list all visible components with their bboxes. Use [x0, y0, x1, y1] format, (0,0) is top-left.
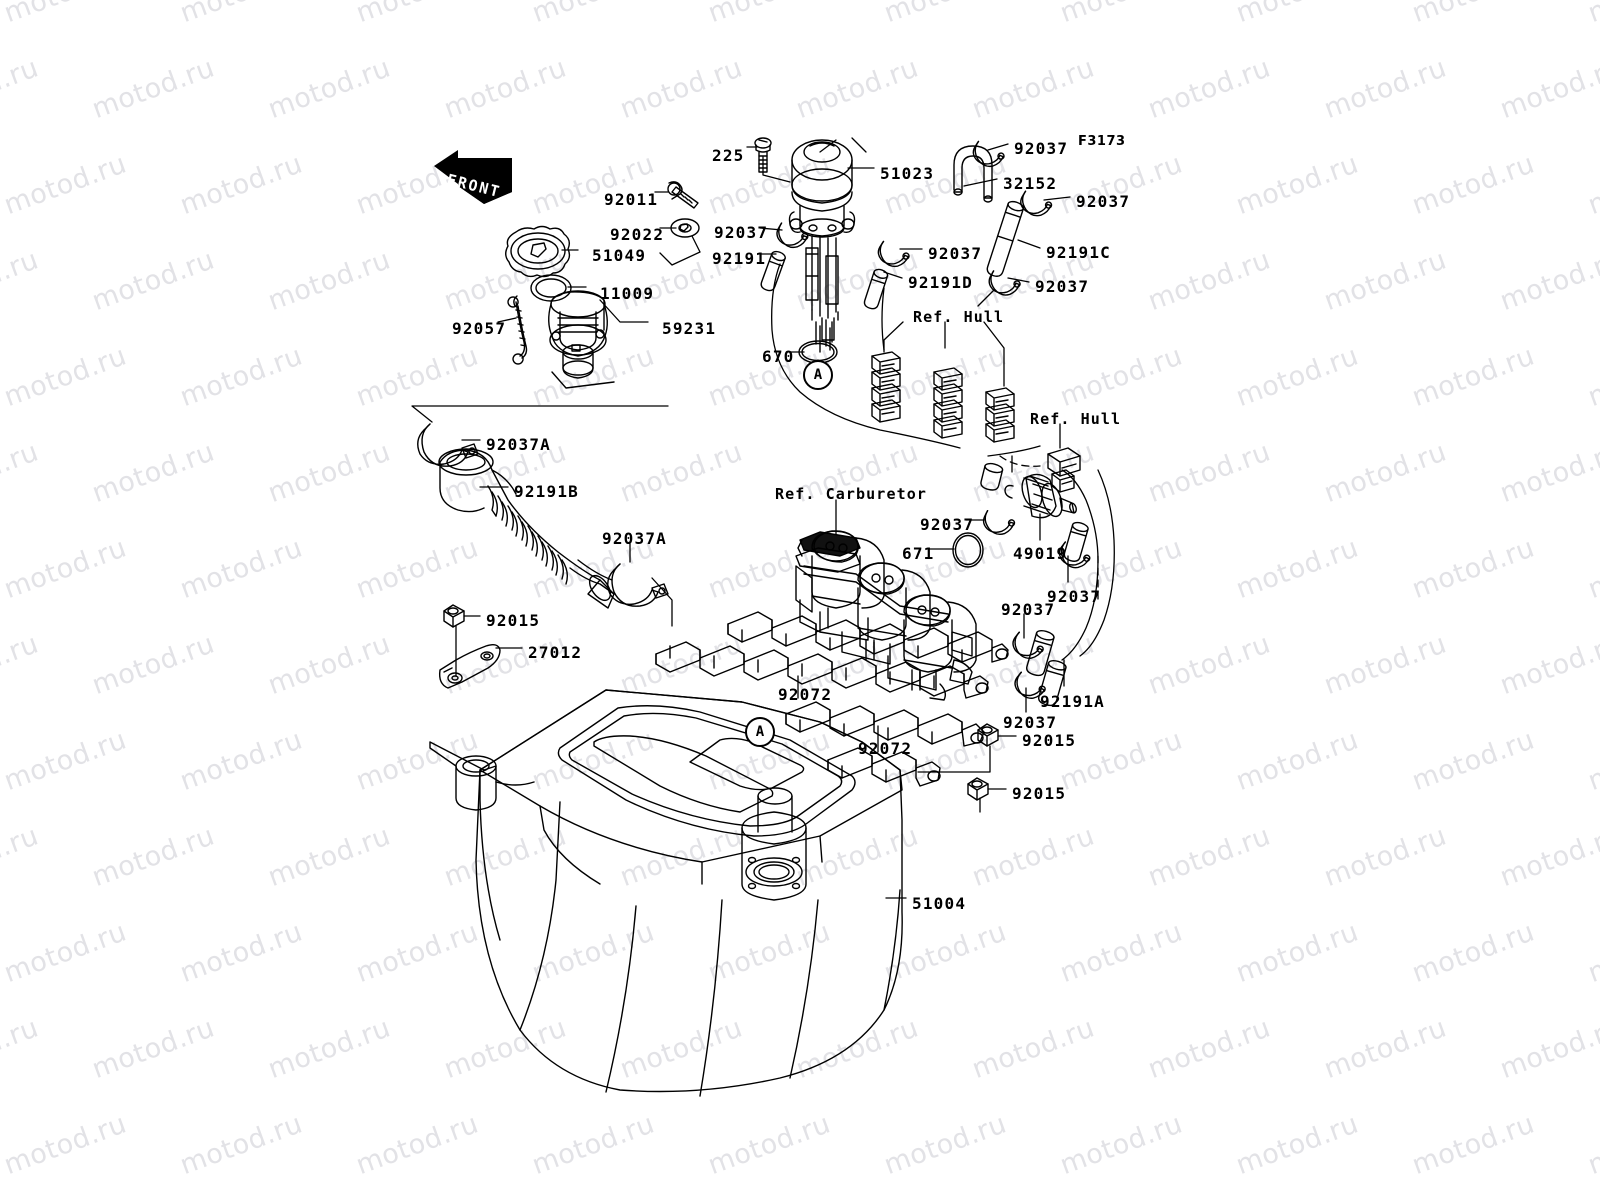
part-number-label[interactable]: 92011	[604, 190, 659, 209]
part-number-label[interactable]: 92037	[714, 223, 769, 242]
part-92191B-air-duct	[438, 448, 615, 609]
part-number-label[interactable]: 92015	[1012, 784, 1067, 803]
part-59231-filler-neck	[548, 290, 615, 389]
part-92022-washer	[670, 218, 700, 238]
reference-label-ref-hull-1[interactable]: Ref. Hull	[913, 308, 1005, 326]
part-number-label[interactable]: 92037	[1076, 192, 1131, 211]
part-number-label[interactable]: 671	[902, 544, 935, 563]
part-92057-cord	[507, 295, 528, 365]
callout-marker: A	[803, 360, 833, 390]
front-direction-arrow: FRONT	[428, 146, 518, 214]
reference-label-ref-hull-2[interactable]: Ref. Hull	[1030, 410, 1122, 428]
part-51023-fuel-pump	[788, 139, 856, 353]
part-number-label[interactable]: 92015	[1022, 731, 1077, 750]
part-51004-fuel-tank	[429, 689, 903, 1097]
part-number-label[interactable]: 32152	[1003, 174, 1058, 193]
part-49019-fuel-filter	[1004, 473, 1077, 519]
part-number-label[interactable]: 92037	[1001, 600, 1056, 619]
nuts-92015	[443, 604, 999, 801]
reference-label-ref-carburetor[interactable]: Ref. Carburetor	[775, 485, 927, 503]
part-number-label[interactable]: 92072	[858, 739, 913, 758]
fuel-lines	[771, 263, 1115, 661]
ref-carburetor-assembly	[795, 530, 977, 701]
part-number-label[interactable]: 92037	[1035, 277, 1090, 296]
part-number-label[interactable]: 92037A	[602, 529, 667, 548]
clamps-92037A	[417, 423, 669, 607]
part-27012-hook	[438, 643, 501, 689]
part-number-label[interactable]: 59231	[662, 319, 717, 338]
part-number-label[interactable]: 92037	[1003, 713, 1058, 732]
part-number-label[interactable]: 92191A	[1040, 692, 1105, 711]
clamps-92037	[776, 140, 1091, 699]
part-number-label[interactable]: 92057	[452, 319, 507, 338]
part-number-label[interactable]: 92191B	[514, 482, 579, 501]
ref-hull-connectors	[871, 351, 1081, 493]
part-number-label[interactable]: 92072	[778, 685, 833, 704]
part-number-label[interactable]: 51023	[880, 164, 935, 183]
sheet-code: F3173	[1078, 134, 1126, 149]
part-225-screw	[754, 137, 772, 173]
part-number-label[interactable]: 92015	[486, 611, 541, 630]
part-number-label[interactable]: 51049	[592, 246, 647, 265]
part-number-label[interactable]: 92037	[928, 244, 983, 263]
tubes-92191A	[1026, 521, 1089, 707]
part-number-label[interactable]: 92022	[610, 225, 665, 244]
part-number-label[interactable]: 670	[762, 347, 795, 366]
part-number-label[interactable]: 27012	[528, 643, 583, 662]
part-51049-cap	[505, 225, 571, 278]
part-number-label[interactable]: 225	[712, 146, 745, 165]
callout-marker: A	[745, 717, 775, 747]
part-number-label[interactable]: 92037	[1014, 139, 1069, 158]
part-number-label[interactable]: 51004	[912, 894, 967, 913]
part-number-label[interactable]: 49019	[1013, 544, 1068, 563]
part-671-oring	[952, 532, 984, 568]
part-number-label[interactable]: 92037	[1047, 587, 1102, 606]
part-number-label[interactable]: 11009	[600, 284, 655, 303]
part-number-label[interactable]: 92191D	[908, 273, 973, 292]
part-number-label[interactable]: 92191	[712, 249, 767, 268]
part-number-label[interactable]: 92037A	[486, 435, 551, 454]
part-11009-oring	[530, 274, 572, 302]
part-number-label[interactable]: 92191C	[1046, 243, 1111, 262]
part-92011-bolt	[667, 181, 699, 209]
tube-short-hull	[980, 462, 1004, 491]
part-number-label[interactable]: 92037	[920, 515, 975, 534]
